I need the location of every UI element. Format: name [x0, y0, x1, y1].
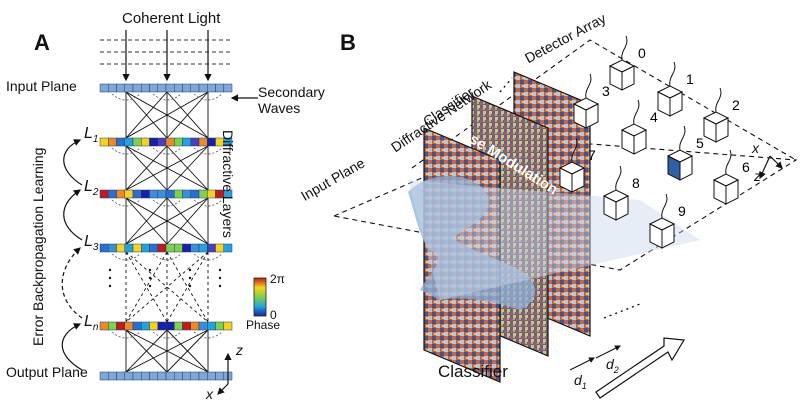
output-plane-label: Output Plane [6, 364, 88, 380]
input-digit-shape [408, 176, 535, 310]
phase-colorbar [253, 277, 267, 317]
secondary-wave-arc [193, 93, 223, 101]
detector-8: 8 [602, 165, 640, 221]
detector-array: 0 1 2 3 4 5 6 7 8 9 [558, 35, 750, 249]
detector-number: 4 [650, 109, 658, 125]
connection-line [166, 251, 209, 323]
secondary-waves-label: Secondary Waves [258, 84, 325, 116]
ellipsis-dot [218, 268, 222, 272]
panel-a-letter: A [34, 30, 50, 55]
phase-min-label: 0 [270, 308, 277, 322]
ellipsis-dot [188, 268, 192, 272]
propagation-arrow [595, 337, 686, 399]
phase-cell [223, 243, 233, 253]
plane-cell [223, 83, 233, 93]
detector-7: 7 [558, 137, 596, 193]
detector-number: 5 [696, 135, 704, 151]
secondary-wave-arc [111, 93, 141, 101]
distance-markers [569, 345, 621, 371]
connection-line [125, 145, 209, 191]
secondary-wave-arc [152, 93, 182, 101]
connection-line [125, 145, 168, 191]
axes-b [759, 155, 783, 180]
layer-label-ln: LnLn [84, 313, 99, 334]
phase-cell [223, 321, 233, 331]
detector-3: 3 [572, 73, 610, 129]
panel-b-letter: B [340, 30, 356, 55]
secondary-wave-arc [111, 253, 141, 261]
connection-line [125, 251, 168, 323]
coherent-light-label: Coherent Light [122, 10, 221, 27]
detector-number: 6 [742, 159, 750, 175]
secondary-wave-arc [152, 253, 182, 261]
wavefront-lines [100, 39, 232, 65]
connection-line [166, 251, 209, 323]
detector-0: 0 [608, 35, 646, 91]
axis-x-label-b: x [752, 140, 759, 156]
connection-line [125, 329, 209, 373]
secondary-wave-arc [193, 253, 223, 261]
axis-z-label-b: z [754, 168, 761, 184]
phase-max-label: 2π [270, 272, 285, 286]
layer-label-l2: L2L2 [84, 178, 99, 199]
secondary-wave-arc [193, 331, 223, 339]
axes-a [217, 352, 232, 395]
connection-line [125, 197, 168, 245]
classifier-bottom-label: Classifier [438, 362, 508, 381]
layer-label-l3: L3L3 [84, 233, 99, 254]
phase-cell [223, 137, 233, 147]
axis-x-label-a: x [206, 386, 213, 402]
detector-number: 9 [678, 203, 686, 219]
secondary-wave-arc [193, 199, 223, 207]
detector-6: 6 [712, 149, 750, 205]
detector-1: 1 [656, 61, 694, 117]
backprop-arrows [61, 139, 83, 371]
secondary-wave-arc [111, 331, 141, 339]
detector-number: 8 [632, 175, 640, 191]
light-arrows [122, 30, 212, 82]
detector-5: 5 [666, 125, 704, 181]
ellipsis-dot [218, 276, 222, 280]
detector-number: 2 [732, 97, 740, 113]
ellipsis-dot [108, 268, 112, 272]
input-plane-label: Input Plane [6, 78, 77, 94]
ellipsis-dot [188, 276, 192, 280]
distance-d1-label: d1d1 [574, 372, 587, 391]
connection-line [166, 91, 209, 139]
secondary-wave-arc [152, 199, 182, 207]
secondary-wave-arc [111, 147, 141, 155]
distance-d2-label: d2d2 [606, 356, 619, 375]
axis-z-label-a: z [236, 342, 243, 358]
detector-number: 1 [686, 71, 694, 87]
connection-line [166, 145, 209, 191]
ellipsis-dot [218, 284, 222, 288]
connection-line [125, 91, 168, 139]
detector-number: 3 [602, 83, 610, 99]
detector-number: 0 [638, 45, 646, 61]
detector-2: 2 [702, 87, 740, 143]
detector-number: 7 [588, 147, 596, 163]
ellipsis-dot [108, 284, 112, 288]
layer-label-l1: L1L1 [84, 125, 99, 146]
connection-line [166, 197, 209, 245]
ellipsis-dot [188, 284, 192, 288]
ellipsis-dot [148, 268, 152, 272]
detector-9: 9 [648, 193, 686, 249]
ellipsis-dot [148, 284, 152, 288]
secondary-wave-arc [193, 147, 223, 155]
detector-4: 4 [620, 99, 658, 155]
secondary-wave-arc [152, 147, 182, 155]
secondary-wave-arc [111, 199, 141, 207]
phase-cell [223, 189, 233, 199]
ellipsis-dot [148, 276, 152, 280]
connection-line [125, 251, 168, 323]
phase-title-label: Phase [246, 318, 281, 332]
connection-line [125, 197, 209, 245]
connection-line [125, 91, 209, 139]
secondary-wave-arc [152, 331, 182, 339]
ellipsis-dot [108, 276, 112, 280]
